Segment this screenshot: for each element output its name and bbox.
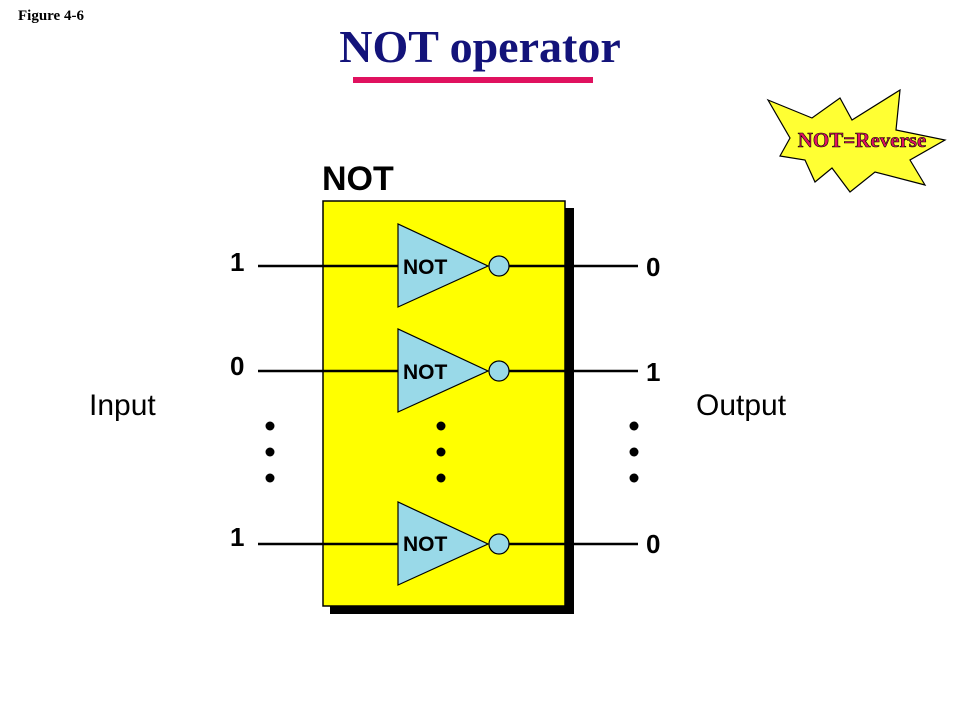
output-value: 0	[646, 529, 660, 559]
output-value: 1	[646, 357, 660, 387]
input-value: 0	[230, 351, 244, 381]
dot	[436, 421, 446, 431]
dot	[265, 447, 275, 457]
dot	[629, 447, 639, 457]
gate-label: NOT	[403, 256, 448, 279]
output-value: 0	[646, 252, 660, 282]
inversion-bubble	[488, 360, 510, 382]
input-ellipsis	[265, 421, 275, 483]
block-label: NOT	[322, 160, 394, 198]
title-underline	[353, 77, 593, 83]
input-label: Input	[89, 389, 156, 422]
figure-label: Figure 4-6	[18, 8, 84, 24]
dot	[629, 421, 639, 431]
dot	[436, 447, 446, 457]
dot	[436, 473, 446, 483]
callout-burst: NOT=Reverse	[766, 88, 947, 193]
not-gate	[397, 223, 490, 308]
input-value: 1	[230, 247, 244, 277]
output-label: Output	[696, 389, 787, 422]
gate-row: NOT 1 0	[230, 501, 660, 586]
gate-label: NOT	[403, 533, 448, 556]
gate-ellipsis	[436, 421, 446, 483]
output-ellipsis	[629, 421, 639, 483]
inversion-bubble	[488, 255, 510, 277]
gate-row: NOT 1 0	[230, 223, 660, 308]
burst-shape	[766, 88, 947, 193]
dot	[629, 473, 639, 483]
dot	[265, 421, 275, 431]
page-title: NOT operator	[339, 21, 621, 72]
inversion-bubble	[488, 533, 510, 555]
dot	[265, 473, 275, 483]
gate-row: NOT 0 1	[230, 328, 660, 413]
gate-label: NOT	[403, 361, 448, 384]
not-gate	[397, 501, 490, 586]
not-gate	[397, 328, 490, 413]
callout-text: NOT=Reverse	[798, 128, 927, 152]
input-value: 1	[230, 522, 244, 552]
